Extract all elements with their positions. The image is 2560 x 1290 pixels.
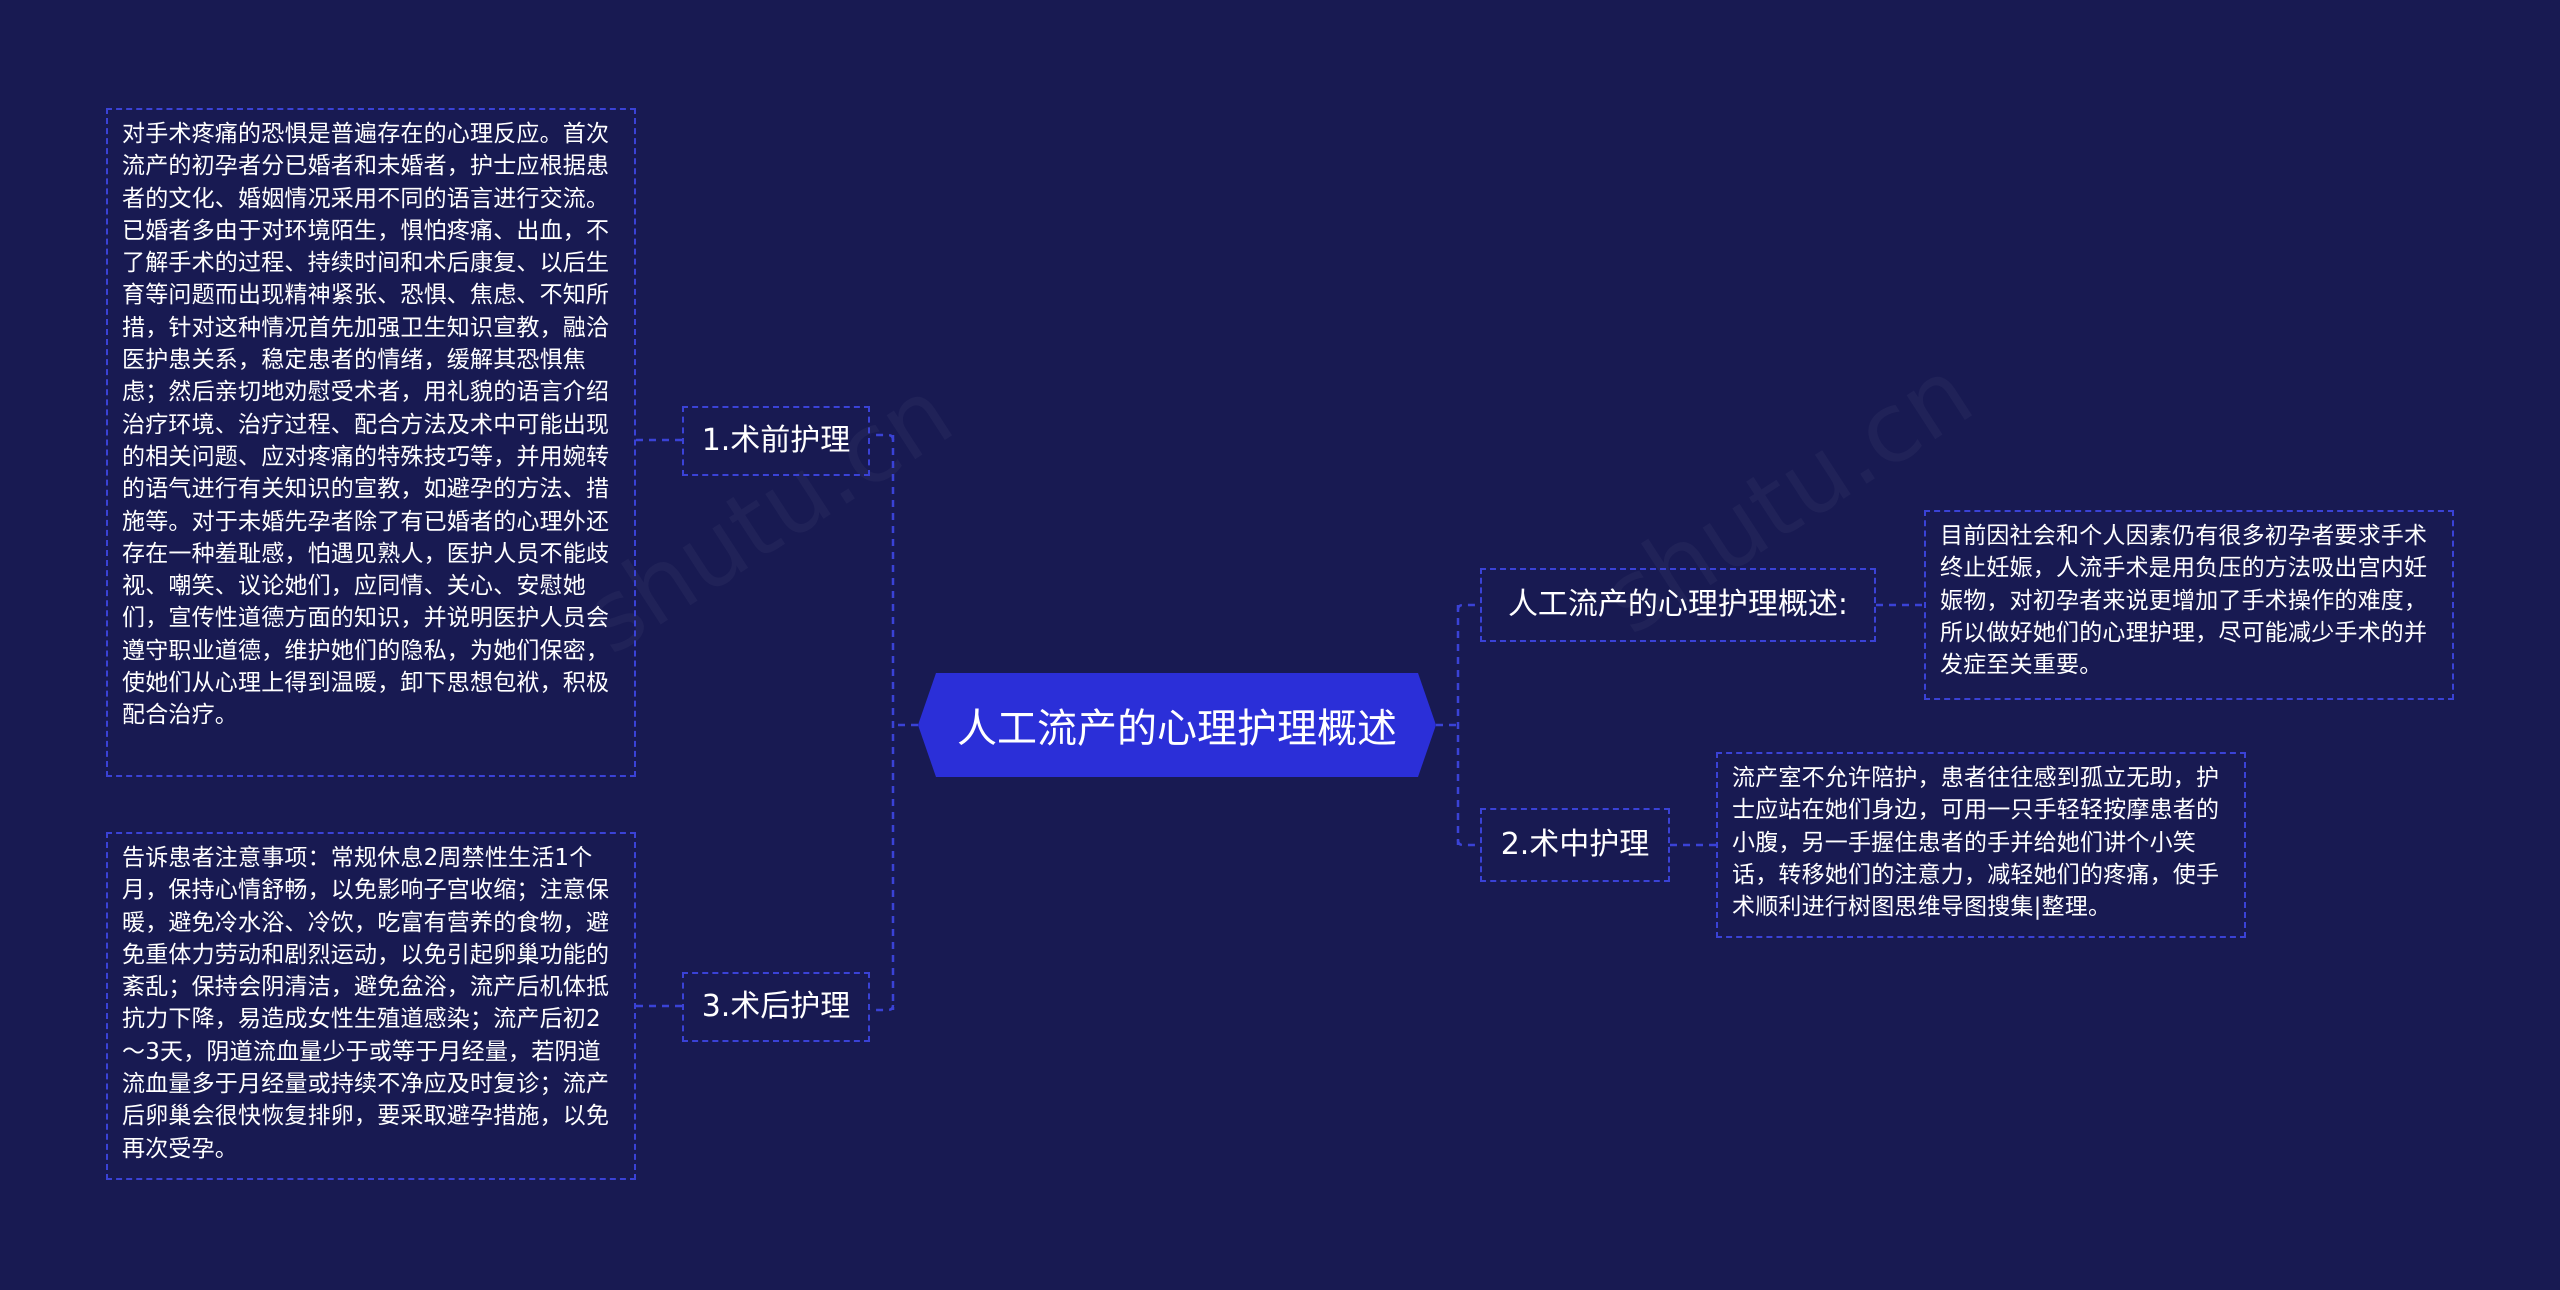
branch-pre-op-care[interactable]: 1.术前护理 [682,406,870,476]
leaf-overview-detail: 目前因社会和个人因素仍有很多初孕者要求手术终止妊娠，人流手术是用负压的方法吸出宫… [1924,510,2454,700]
branch-post-op-care[interactable]: 3.术后护理 [682,972,870,1042]
leaf-post-op-care-detail: 告诉患者注意事项：常规休息2周禁性生活1个月，保持心情舒畅，以免影响子宫收缩；注… [106,832,636,1180]
connector-right-intra-op [1456,839,1480,847]
connector-right-overview [1456,603,1480,611]
leaf-pre-op-care-detail: 对手术疼痛的恐惧是普遍存在的心理反应。首次流产的初孕者分已婚者和未婚者，护士应根… [106,108,636,777]
leaf-intra-op-care-detail: 流产室不允许陪护，患者往往感到孤立无助，护士应站在她们身边，可用一只手轻轻按摩患… [1716,752,2246,938]
connector-left-pre-op [870,433,895,441]
connector-left-post-op [870,1004,895,1012]
branch-intra-op-care[interactable]: 2.术中护理 [1480,808,1670,882]
center-topic[interactable]: 人工流产的心理护理概述 [918,673,1436,777]
branch-overview[interactable]: 人工流产的心理护理概述: [1480,568,1876,642]
